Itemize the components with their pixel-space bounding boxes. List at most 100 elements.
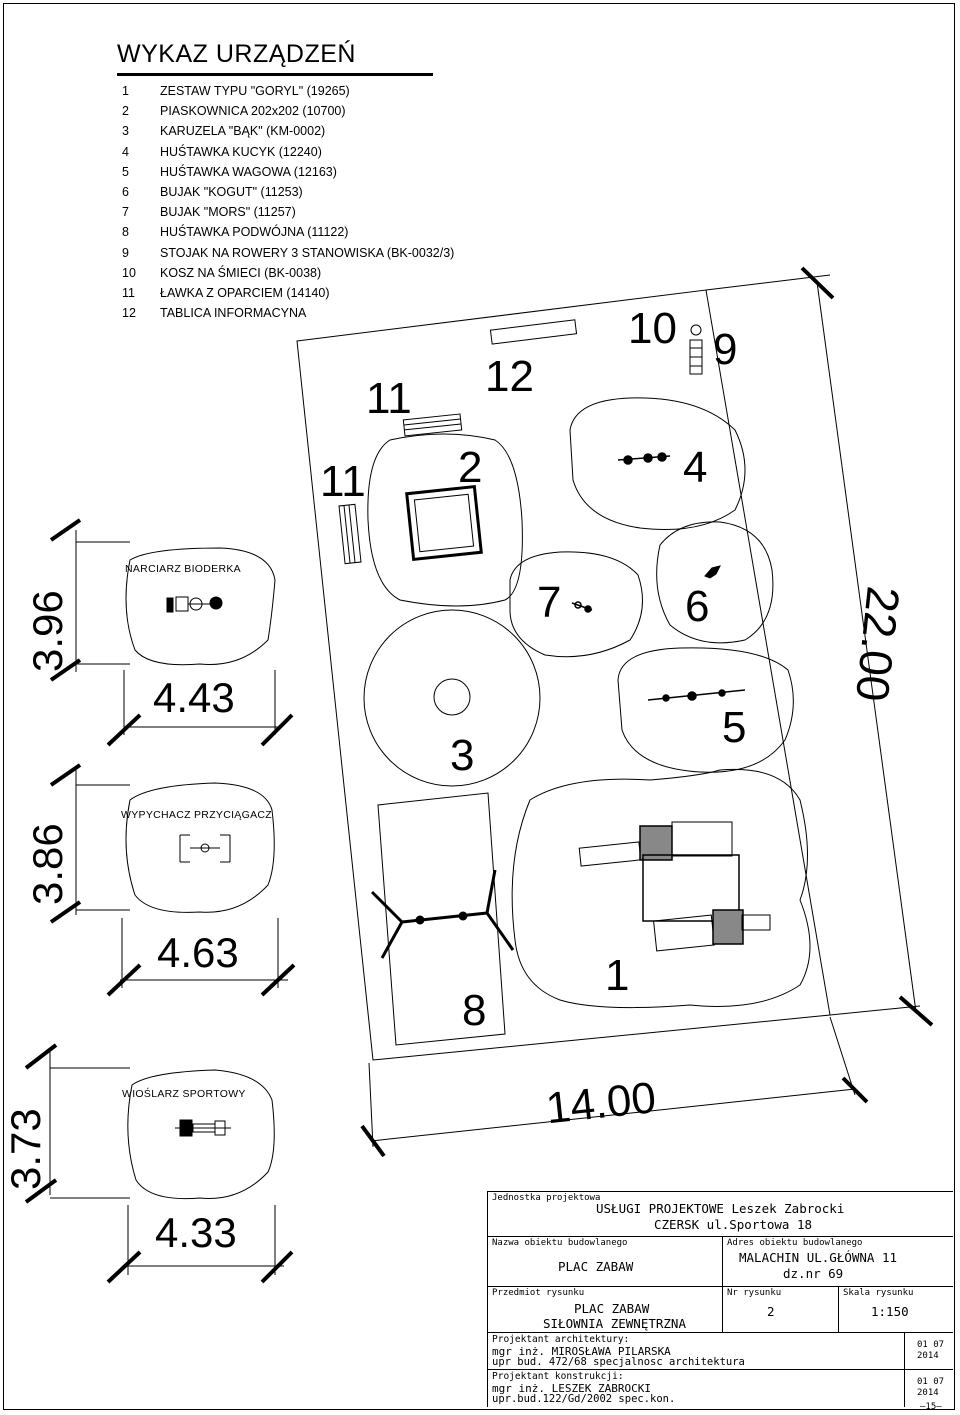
- play-set-zone-1: [511, 768, 811, 1009]
- tb-unit-line1: USŁUGI PROJEKTOWE Leszek Zabrocki: [596, 1201, 845, 1216]
- tb-scale-label: Skala rysunku: [843, 1288, 914, 1298]
- rocker-mors-7: [571, 601, 593, 613]
- tb-architect: Projektant architektury: mgr inż. MIROSŁ…: [487, 1332, 904, 1369]
- sandpit-zone-2: [367, 433, 523, 607]
- legend-item: 7 BUJAK "MORS" (11257): [122, 205, 296, 219]
- swing-double-8: [370, 869, 515, 959]
- legend-item-label: HUŚTAWKA WAGOWA (12163): [160, 164, 337, 179]
- dimension-width: [360, 1016, 869, 1158]
- legend-item-number: 12: [122, 306, 136, 321]
- legend-item-label: KARUZELA "BĄK" (KM-0002): [160, 124, 326, 139]
- bench-11-top: [402, 413, 463, 437]
- tb-object-value: PLAC ZABAW: [558, 1259, 634, 1274]
- legend-title: WYKAZ URZĄDZEŃ: [117, 40, 356, 68]
- legend-item: 10 KOSZ NA ŚMIECI (BK-0038): [122, 266, 321, 280]
- tb-arch-date2: 2014: [917, 1351, 939, 1361]
- tb-subject-line2: SIŁOWNIA ZEWNĘTRZNA: [543, 1316, 686, 1331]
- narciarz-zone: [125, 547, 276, 666]
- tb-address: Adres obiektu budowlanego MALACHIN UL.GŁ…: [722, 1236, 953, 1286]
- legend-item-label: BUJAK "MORS" (11257): [160, 205, 296, 220]
- marker-12: 12: [485, 352, 534, 401]
- tb-drawing-no-value: 2: [767, 1304, 775, 1319]
- wypychacz-title: WYPYCHACZ PRZYCIĄGACZ: [121, 809, 272, 821]
- equipment-dimension-lines: [24, 518, 296, 1284]
- carousel-zone-3: [363, 609, 541, 787]
- wypychacz-dim-h: 3.86: [24, 823, 71, 905]
- tb-scale: Skala rysunku 1:150: [838, 1286, 953, 1332]
- legend-item-label: PIASKOWNICA 202x202 (10700): [160, 104, 346, 119]
- marker-3: 3: [450, 731, 474, 780]
- legend-item-number: 2: [122, 104, 129, 119]
- swing-seat-icon: [458, 911, 468, 921]
- legend-item-number: 7: [122, 205, 129, 220]
- marker-2: 2: [458, 443, 482, 492]
- legend-item-number: 11: [122, 286, 135, 300]
- marker-8: 8: [462, 986, 486, 1035]
- swing-kucyk-4: [617, 452, 671, 465]
- sandpit-2: [405, 484, 483, 562]
- legend-item-label: BUJAK "KOGUT" (11253): [160, 185, 303, 199]
- seesaw-5: [647, 689, 746, 702]
- legend-item-label: KOSZ NA ŚMIECI (BK-0038): [160, 265, 322, 280]
- wioslarz-title: WIOŚLARZ SPORTOWY: [122, 1087, 246, 1100]
- swing-seat-icon: [415, 915, 425, 925]
- legend-item-number: 10: [122, 265, 136, 280]
- tb-arch-date1: 01 07: [917, 1340, 945, 1350]
- tb-object: Nazwa obiektu budowlanego PLAC ZABAW: [487, 1236, 722, 1286]
- tb-structural: Projektant konstrukcji: mgr inż. LESZEK …: [487, 1369, 904, 1407]
- carousel-3: [433, 678, 471, 716]
- wioslarz-zone: [127, 1069, 275, 1200]
- title-block: Jednostka projektowa USŁUGI PROJEKTOWE L…: [487, 1191, 953, 1407]
- dimension-length-label: 22.00: [846, 584, 910, 704]
- rocker-kogut-6: [704, 565, 721, 579]
- tb-arch-date: 01 07 2014: [904, 1332, 953, 1369]
- seesaw-zone-5: [617, 647, 794, 773]
- swing-double-zone-8: [377, 792, 506, 1046]
- legend-item-number: 4: [122, 144, 129, 159]
- wypychacz-przyciagacz-icon: [179, 834, 231, 863]
- legend-rule: [117, 73, 433, 76]
- legend-item-number: 8: [122, 225, 129, 240]
- narciarz-title: NARCIARZ BIODERKA: [125, 563, 241, 575]
- page-number: –15–: [920, 1402, 942, 1412]
- play-set-1: [578, 821, 771, 952]
- dimension-width-label: 14.00: [544, 1073, 659, 1133]
- legend-item: 5 HUŚTAWKA WAGOWA (12163): [122, 165, 337, 179]
- tb-unit: Jednostka projektowa USŁUGI PROJEKTOWE L…: [487, 1191, 953, 1236]
- marker-5: 5: [722, 703, 746, 752]
- tb-address-line1: MALACHIN UL.GŁÓWNA 11: [739, 1250, 898, 1265]
- bench-11-left: [338, 503, 362, 565]
- trash-bin-10: [690, 324, 702, 336]
- tb-arch-name: mgr inż. MIROSŁAWA PILARSKA: [492, 1345, 671, 1358]
- marker-1: 1: [605, 951, 629, 1000]
- tb-object-label: Nazwa obiektu budowlanego: [492, 1238, 628, 1248]
- marker-10: 10: [628, 304, 677, 353]
- tb-struct-date: 01 07 2014: [904, 1369, 953, 1407]
- legend-item-label: TABLICA INFORMACYNA: [160, 306, 307, 321]
- narciarz-dim-h: 3.96: [24, 590, 71, 672]
- wioslarz-dim-h: 3.73: [2, 1108, 49, 1190]
- tb-struct-license: upr.bud.122/Gd/2002 spec.kon.: [492, 1393, 676, 1405]
- tb-address-line2: dz.nr 69: [783, 1266, 844, 1281]
- wypychacz-zone: [125, 782, 275, 913]
- legend-item-number: 5: [122, 164, 129, 179]
- legend-item-label: ZESTAW TYPU "GORYL" (19265): [160, 84, 350, 98]
- narciarz-dim-w: 4.43: [153, 674, 235, 721]
- rocker-kogut-zone-6: [656, 521, 774, 644]
- wioslarz-sportowy-icon: [175, 1119, 231, 1137]
- marker-6: 6: [685, 582, 709, 631]
- bike-rack-9: [689, 339, 703, 375]
- tb-struct-date2: 2014: [917, 1388, 939, 1398]
- tb-subject-label: Przedmiot rysunku: [492, 1288, 585, 1298]
- tb-unit-label: Jednostka projektowa: [492, 1193, 601, 1203]
- tb-address-label: Adres obiektu budowlanego: [727, 1238, 863, 1248]
- marker-9: 9: [713, 325, 737, 374]
